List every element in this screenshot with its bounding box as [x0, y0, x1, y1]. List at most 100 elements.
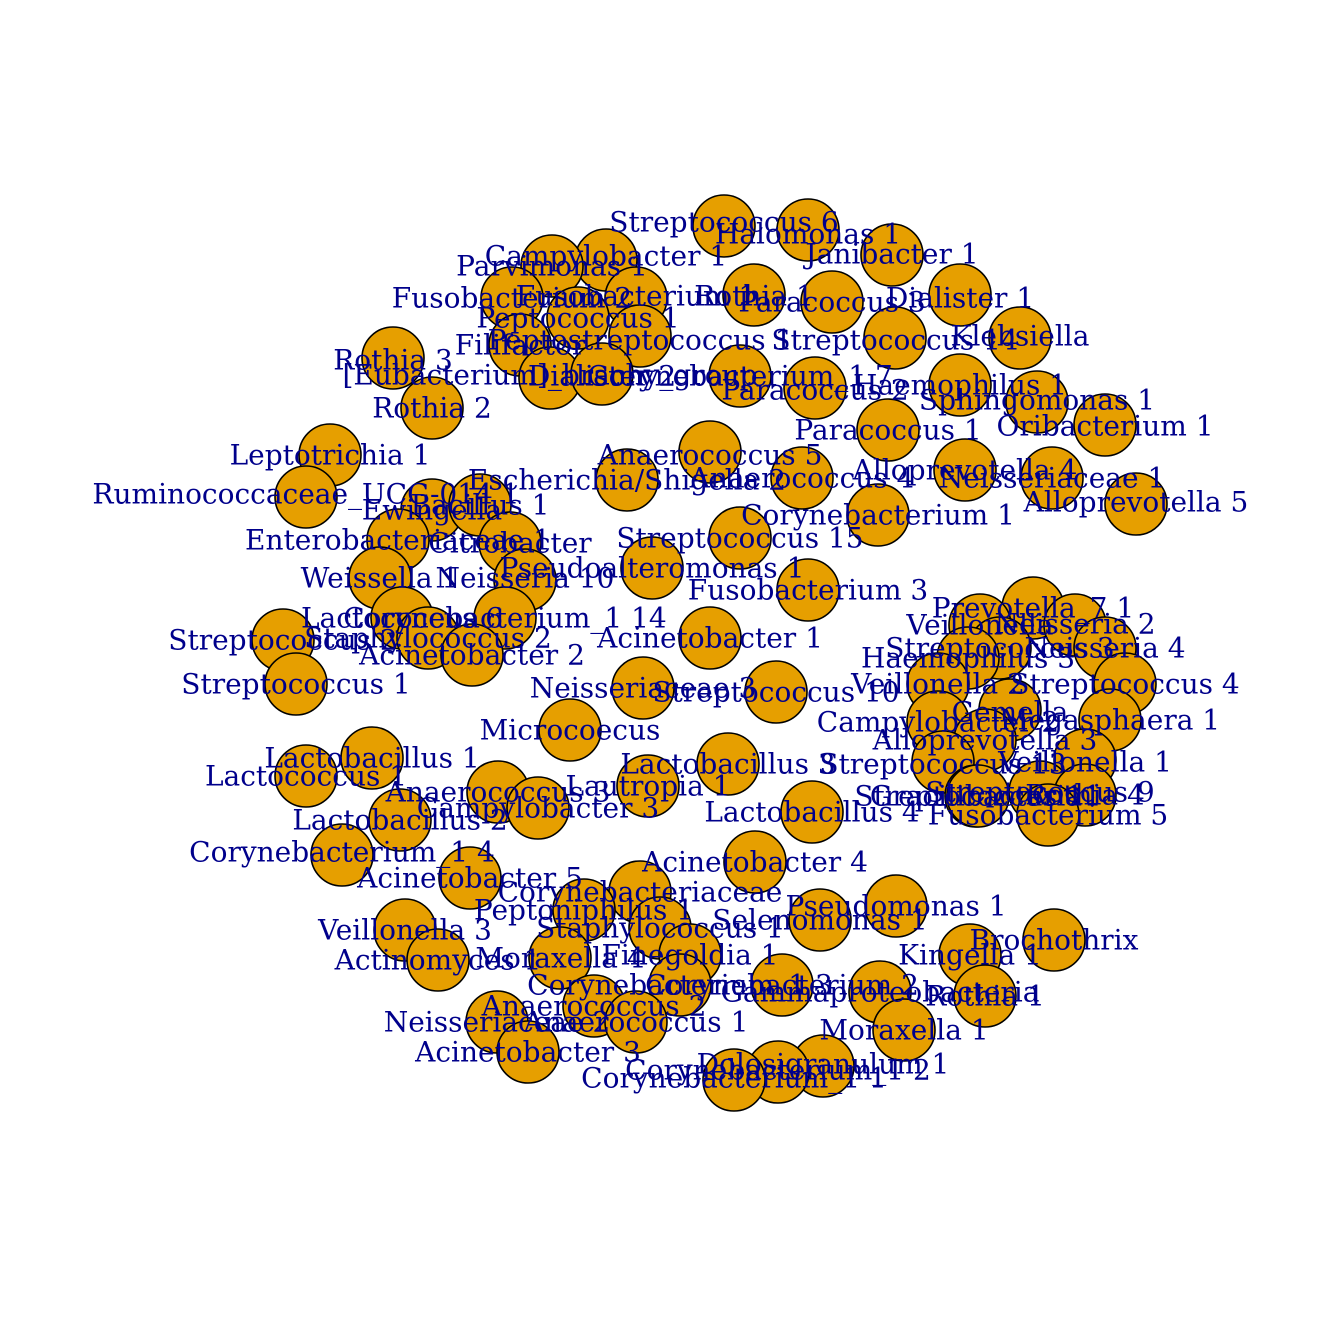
- node-label-finegoldia-1-91: Finegoldia 1: [601, 939, 778, 972]
- node-acinetobacter-2-54[interactable]: [440, 623, 504, 687]
- node-streptococcus-1-57[interactable]: [264, 652, 328, 716]
- node-anaerococcus-4-29[interactable]: [770, 446, 834, 510]
- node-label-rothia-3-15: Rothia 3: [333, 344, 453, 377]
- node-janibacter-1-2[interactable]: [860, 223, 924, 287]
- node-label-weissella-1-39: Weissella 1: [301, 562, 460, 595]
- node-paracoccus-1-24[interactable]: [856, 398, 920, 462]
- node-label-microcoecus-64: Microcoecus: [480, 714, 661, 747]
- node-halomonas-1-1[interactable]: [776, 198, 840, 262]
- node-label-lactobacillus-1-66: Lactobacillus 1: [264, 742, 479, 775]
- node-rothia-2-23[interactable]: [400, 376, 464, 440]
- node-label-fusobacterium-3-42: Fusobacterium 3: [688, 574, 928, 607]
- node-rothia-1-6[interactable]: [722, 263, 786, 327]
- node-lautropia-1-70[interactable]: [616, 754, 680, 818]
- node-moraxella-4-93[interactable]: [528, 926, 592, 990]
- node-alloprevotella-5-32[interactable]: [1104, 472, 1168, 536]
- node-label-anaerococcus-2-98: Anaerococcus 2: [481, 990, 707, 1023]
- node-corynebacterium-2-95[interactable]: [750, 953, 814, 1017]
- node-streptococcus-6-0[interactable]: [692, 194, 756, 258]
- node-label-streptococcus-9-72: Streptococcus 9: [925, 776, 1154, 809]
- node-pseudomonas-1-86[interactable]: [864, 874, 928, 938]
- node-label-neisseria-10-41: Neisseria 10: [436, 562, 615, 595]
- node-label-neisseriaceae-1-30: Neisseriaceae 1: [939, 462, 1166, 495]
- node-moraxella-1-99[interactable]: [872, 998, 936, 1062]
- node-corynebacterium-1-4-80[interactable]: [310, 823, 374, 887]
- node-streptococcus-14-12[interactable]: [863, 306, 927, 370]
- node-label-lautropia-1-70: Lautropia 1: [565, 770, 730, 803]
- node-label-gracilibacteria-77: Gracilibacteria: [870, 780, 1082, 813]
- node-label-gemella-60: Gemella: [952, 696, 1069, 729]
- node-anaerococcus-1-101[interactable]: [604, 990, 668, 1054]
- node-label-veillonella-44: Veillonella: [905, 609, 1053, 642]
- node-streptococcus-15-37[interactable]: [708, 506, 772, 570]
- node-fusobacterium-3-42[interactable]: [776, 558, 840, 622]
- node-dialister-2-17[interactable]: [570, 342, 634, 406]
- node-paracoccus-3-7[interactable]: [800, 270, 864, 334]
- node-fusobacterium-5-79[interactable]: [1016, 783, 1080, 847]
- node-label-streptococcus-4-56: Streptococcus 4: [1010, 668, 1239, 701]
- node-lactobacillus-3-67[interactable]: [696, 732, 760, 796]
- node-label-brochothrix-88: Brochothrix: [970, 924, 1139, 957]
- node-label-ruminococcaceae-ucg-014-1-31: Ruminococcaceae_UCG-014 1: [92, 478, 519, 511]
- node-lactobacillus-2-76[interactable]: [368, 788, 432, 852]
- node-brochothrix-88[interactable]: [1022, 908, 1086, 972]
- node-sphingomonas-1-21[interactable]: [1005, 370, 1069, 434]
- node-label-streptococcus-11-78: Streptococcus 11: [854, 780, 1101, 813]
- node-label-corynebacterium-1-2-104: Corynebacterium_1 2: [625, 1054, 931, 1087]
- node-acinetobacter-1-52[interactable]: [678, 606, 742, 670]
- node-corynebacterium-1-3-94[interactable]: [648, 953, 712, 1017]
- node-label-campylobacter-3-75: Campylobacter 3: [417, 792, 659, 825]
- node-alloprevotella-4-27[interactable]: [933, 438, 997, 502]
- node-label-neisseria-2-45: Neisseria 2: [994, 608, 1155, 641]
- node-label-alloprevotella-3-63: Alloprevotella 3: [872, 724, 1098, 757]
- node-label-ewingella-33: Ewingella: [362, 494, 503, 527]
- node-klebsiella-13[interactable]: [988, 306, 1052, 370]
- node-label-paracoccus-2-19: Paracoccus 2: [721, 374, 908, 407]
- node-corynebacterium-1-35[interactable]: [846, 483, 910, 547]
- node-microcoecus-64[interactable]: [538, 698, 602, 762]
- node-haemophilus-1-20[interactable]: [928, 353, 992, 417]
- node-label-megasphaera-1-61: Megasphaera 1: [1000, 704, 1220, 737]
- node-label-prevotella-7-1-43: Prevotella_7 1: [932, 592, 1134, 625]
- node-peptococcus-1-10[interactable]: [546, 286, 610, 350]
- node-label-streptococcus-1-57: Streptococcus 1: [181, 668, 410, 701]
- node-label-oribacterium-1-22: Oribacterium 1: [996, 410, 1213, 443]
- node-neisseriaceae-1-30[interactable]: [1020, 446, 1084, 510]
- node-anaerococcus-5-26[interactable]: [678, 420, 742, 484]
- node-streptococcus-11-78[interactable]: [946, 764, 1010, 828]
- node-lactobacillus-1-66[interactable]: [340, 726, 404, 790]
- node-rothia-3-15[interactable]: [361, 326, 425, 390]
- node-lactobacillus-4-74[interactable]: [780, 780, 844, 844]
- node-campylobacter-3-75[interactable]: [506, 776, 570, 840]
- node-ruminococcaceae-ucg-014-1-31[interactable]: [274, 465, 338, 529]
- node-label-rothia-1-97: Rothia 1: [925, 980, 1045, 1013]
- node-label-escherichia-shigella-2-28: Escherichia/Shigella 2: [468, 464, 786, 497]
- node-acinetobacter-4-81[interactable]: [723, 830, 787, 894]
- node-acinetobacter-5-82[interactable]: [438, 846, 502, 910]
- node-label-fusobacterium-2-5: Fusobacterium 2: [392, 282, 632, 315]
- node-pseudoalteromonas-1-40[interactable]: [620, 536, 684, 600]
- node-streptococcus-10-59[interactable]: [744, 660, 808, 724]
- node-label-anaerococcus-1-101: Anaerococcus 1: [523, 1006, 749, 1039]
- node-peptostreptococcus-1-11[interactable]: [608, 304, 672, 368]
- node-actinomyces-1-92[interactable]: [406, 928, 470, 992]
- node-corynebacterium-1-1-105[interactable]: [702, 1048, 766, 1112]
- node-escherichia-shigella-2-28[interactable]: [595, 448, 659, 512]
- node-label-corynebacterium-1-14-47: Corynebacterium_1 14: [343, 602, 666, 635]
- node-label-corynebacterium-1-3-94: Corynebacterium_1 3: [527, 969, 833, 1002]
- node-dialister-1-8[interactable]: [928, 263, 992, 327]
- node-label-haemophilus-3-53: Haemophilus 3: [861, 642, 1075, 675]
- node-oribacterium-1-22[interactable]: [1073, 393, 1137, 457]
- node-neisseriaceae-3-58[interactable]: [611, 656, 675, 720]
- node-label-corynebacterium-1-35: Corynebacterium 1: [741, 499, 1015, 532]
- node-paracoccus-2-19[interactable]: [783, 356, 847, 420]
- node-rothia-1-97[interactable]: [953, 964, 1017, 1028]
- node-acinetobacter-3-102[interactable]: [496, 1020, 560, 1084]
- node-corynebacterium-1-7-18[interactable]: [708, 344, 772, 408]
- node-label-lactococcus-1-69: Lactococcus 1: [205, 760, 407, 793]
- node-lactococcus-1-69[interactable]: [274, 744, 338, 808]
- node-selenomonas-1-85[interactable]: [788, 888, 852, 952]
- node-label-anaerococcus-4-29: Anaerococcus 4: [689, 462, 915, 495]
- node-label-gammaproteobacteria-96: Gammaproteobacteria: [721, 976, 1040, 1009]
